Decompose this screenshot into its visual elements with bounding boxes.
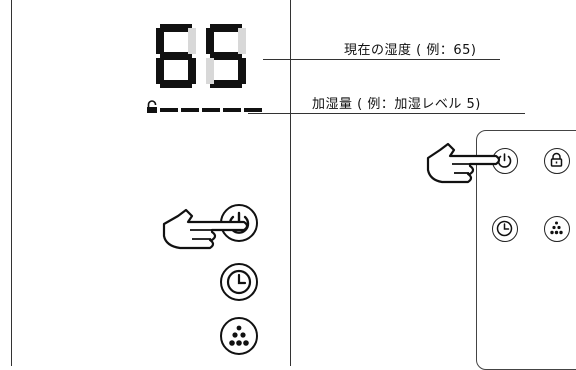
hand-pointer-remote-icon bbox=[424, 140, 504, 186]
level-segment bbox=[160, 108, 178, 112]
level-segment bbox=[202, 108, 220, 112]
droplets-icon bbox=[550, 221, 563, 235]
humidity-value: 65 bbox=[152, 20, 153, 21]
hand-pointer-panel-icon bbox=[160, 206, 252, 252]
remote-lock-button[interactable] bbox=[544, 148, 570, 174]
level-callout-label: 加湿量 ( 例：加湿レベル 5) bbox=[312, 97, 481, 112]
lock-icon bbox=[550, 152, 563, 167]
level-segment bbox=[181, 108, 199, 112]
seven-segment-65 bbox=[156, 24, 246, 88]
lock-indicator-icon bbox=[146, 100, 158, 114]
droplets-icon bbox=[229, 325, 249, 346]
level-callout-line bbox=[248, 113, 525, 114]
humidity-display bbox=[152, 20, 252, 92]
remote-humidity-button[interactable] bbox=[544, 216, 570, 242]
panel-left-edge bbox=[11, 0, 12, 366]
clock-icon bbox=[496, 220, 513, 237]
panel-humidity-button[interactable] bbox=[220, 317, 258, 355]
remote-timer-button[interactable] bbox=[492, 216, 518, 242]
clock-icon bbox=[226, 269, 252, 295]
level-segment bbox=[244, 108, 262, 112]
level-segment bbox=[223, 108, 241, 112]
panel-timer-button[interactable] bbox=[220, 263, 258, 301]
humidity-callout-line bbox=[263, 59, 500, 60]
humidity-callout-label: 現在の湿度 ( 例：65) bbox=[344, 43, 477, 58]
panel-right-edge bbox=[290, 0, 291, 366]
